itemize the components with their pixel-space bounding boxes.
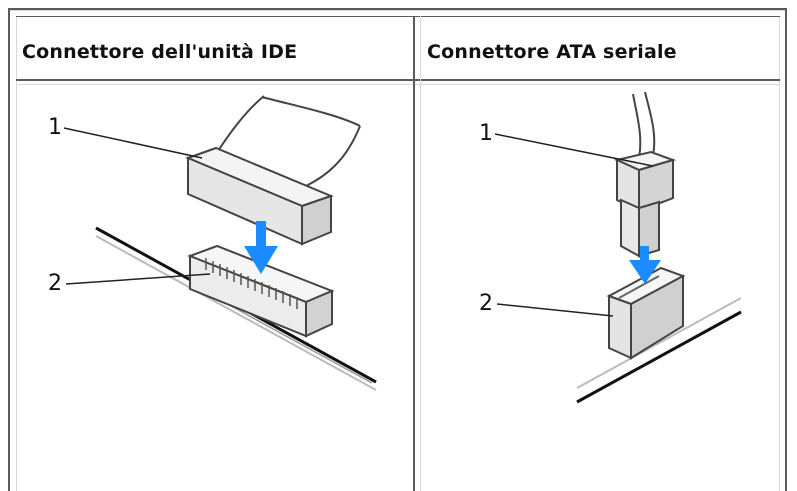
sata-connector-illustration: 1 2 [479, 91, 742, 404]
sata-insert-arrow-icon [629, 246, 661, 284]
header-sata-connector: Connettore ATA seriale [427, 41, 677, 63]
sata-board-connector [606, 266, 686, 360]
table-border-top-inner [10, 10, 787, 11]
sata-motherboard [576, 297, 742, 404]
ide-connector-illustration: 1 2 [48, 95, 377, 391]
column-divider-inner [420, 16, 421, 491]
header-row-top-line [16, 16, 780, 17]
sata-cable-connector [613, 150, 677, 258]
header-row-bottom-line [16, 79, 780, 81]
ide-callout-1: 1 [48, 115, 62, 140]
ide-callout-2: 2 [48, 271, 62, 296]
sata-callout-1: 1 [479, 121, 493, 146]
sata-callout-2: 2 [479, 291, 493, 316]
table-border-right [785, 8, 787, 491]
sata-callout-1-leader [494, 133, 654, 167]
table-border-right-inner [779, 16, 780, 491]
header-ide-connector: Connettore dell'unità IDE [22, 41, 298, 63]
sata-callout-2-leader [496, 303, 614, 317]
column-divider [413, 16, 415, 491]
ide-ribbon-cable [215, 95, 361, 187]
sata-cable [632, 91, 656, 159]
ide-callout-1-leader [63, 127, 203, 159]
ide-insert-arrow-icon [244, 221, 278, 274]
header-row-bottom-line-inner [16, 84, 780, 85]
ide-callout-2-leader [65, 273, 211, 285]
ide-motherboard [95, 226, 377, 391]
table-border-top [8, 8, 787, 10]
table-border-left [8, 8, 10, 491]
ide-cable-connector [185, 146, 334, 246]
table-border-left-inner [16, 16, 17, 491]
